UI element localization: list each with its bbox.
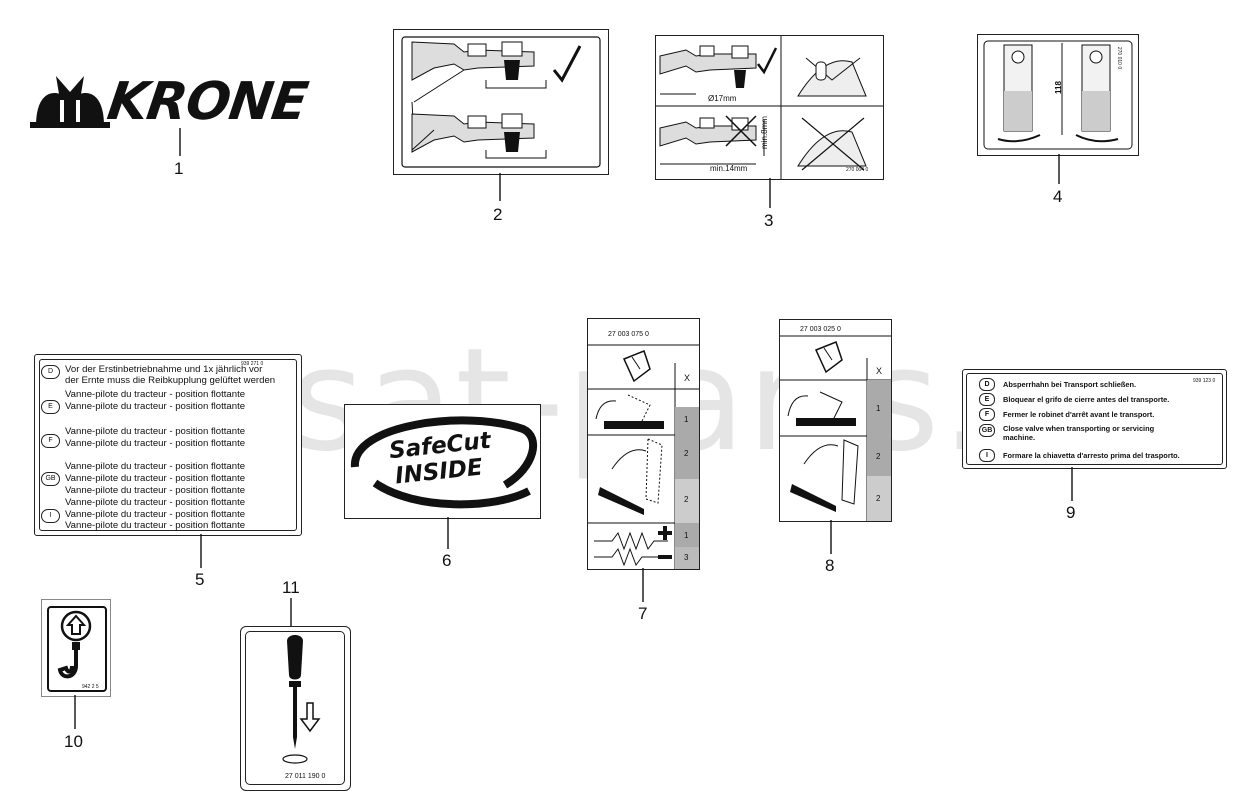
decal7-n1b: 1 (684, 531, 689, 540)
decal5-text-e2: Vanne-pilote du tracteur - position flot… (65, 401, 246, 412)
leader-line-8 (830, 520, 832, 554)
decal7-n2b: 2 (684, 495, 689, 504)
lang-badge-e: E (41, 400, 60, 414)
callout-8: 8 (825, 556, 835, 575)
decal3-code: 270 004 0 (846, 167, 869, 173)
decal8-n1: 1 (876, 404, 881, 413)
decal9-text-e: Bloquear el grifo de cierre antes del tr… (1003, 395, 1170, 404)
decal7-n2a: 2 (684, 449, 689, 458)
leader-line-4 (1058, 154, 1060, 184)
lifting-hook-icon (57, 610, 92, 679)
decal8-x: X (876, 366, 883, 376)
decal9-text-f: Fermer le robinet d'arrêt avant le trans… (1003, 410, 1155, 419)
callout-2: 2 (493, 205, 503, 224)
decal-10: 942 2 5 (41, 599, 111, 697)
decal5-text-i2: Vanne-pilote du tracteur - position flot… (65, 509, 246, 520)
callout-4: 4 (1053, 187, 1063, 206)
lang-badge-9-gb: GB (979, 424, 995, 437)
decal5-text-e1: Vanne-pilote du tracteur - position flot… (65, 389, 246, 400)
decal5-text-f1: Vanne-pilote du tracteur - position flot… (65, 426, 246, 437)
decal5-text-gb1: Vanne-pilote du tracteur - position flot… (65, 461, 246, 472)
decal7-part: 27 003 075 0 (608, 331, 649, 338)
decal-2 (393, 29, 609, 175)
lang-badge-9-f: F (979, 408, 995, 421)
decal5-text-i1: Vanne-pilote du tracteur - position flot… (65, 497, 246, 508)
lang-badge-9-e: E (979, 393, 995, 406)
decal7-n1: 1 (684, 415, 689, 424)
leader-line-9 (1071, 467, 1073, 501)
decal9-text-gb: Close valve when transporting or servici… (1003, 424, 1155, 433)
decal-3: Ø17mm min.8mm min.14mm 270 004 0 (655, 35, 884, 180)
leader-line-2 (499, 173, 501, 201)
lang-badge-gb: GB (41, 472, 60, 486)
decal-6: SafeCut INSIDE (344, 404, 541, 519)
lang-badge-9-d: D (979, 378, 995, 391)
decal5-text-gb3: Vanne-pilote du tracteur - position flot… (65, 485, 246, 496)
callout-9: 9 (1066, 503, 1076, 522)
decal5-text-d2: der Ernte muss die Reibkupplung gelüftet… (65, 375, 276, 386)
callout-10: 10 (64, 732, 83, 751)
callout-6: 6 (442, 551, 452, 570)
decal5-text-d1: Vor der Erstinbetriebnahme und 1x jährli… (65, 364, 263, 375)
decal10-code: 942 2 5 (82, 684, 99, 690)
decal5-text-f2: Vanne-pilote du tracteur - position flot… (65, 438, 246, 449)
decal11-part: 27 011 190 0 (285, 773, 326, 780)
leader-line-10 (74, 695, 76, 729)
decal8-part: 27 003 025 0 (800, 326, 841, 333)
decal8-n2b: 2 (876, 494, 881, 503)
decal8-n2a: 2 (876, 452, 881, 461)
decal5-code: 939 271 0 (241, 361, 264, 367)
krone-wordmark: KRONE (103, 72, 311, 132)
decal-4: 118 270 010 0 (977, 34, 1139, 156)
lang-badge-i: I (41, 509, 60, 523)
decal9-text-d: Absperrhahn bei Transport schließen. (1003, 380, 1137, 389)
krone-logo: KRONE (30, 68, 335, 132)
callout-1: 1 (174, 159, 184, 178)
decal7-n3: 3 (684, 553, 689, 562)
decal-5: 939 271 0 D Vor der Erstinbetriebnahme u… (34, 354, 302, 536)
decal5-text-i3: Vanne-pilote du tracteur - position flot… (65, 520, 246, 531)
screwdriver-icon (282, 635, 321, 764)
lang-badge-f: F (41, 434, 60, 448)
krone-crown-icon (30, 76, 110, 128)
leader-line-7 (642, 568, 644, 602)
callout-11: 11 (282, 578, 300, 597)
decal-9: 939 123 0 D Absperrhahn bei Transport sc… (962, 369, 1227, 469)
decal-7: 27 003 075 0 X 1 2 2 1 3 (587, 318, 700, 570)
decal7-x: X (684, 373, 691, 383)
callout-3: 3 (764, 211, 774, 230)
dim-118: 118 (1053, 81, 1063, 94)
leader-line-3 (769, 178, 771, 208)
callout-7: 7 (638, 604, 648, 623)
decal5-text-gb2: Vanne-pilote du tracteur - position flot… (65, 473, 246, 484)
decal9-code: 939 123 0 (1193, 378, 1216, 384)
leader-line-6 (447, 517, 449, 549)
decal4-code: 270 010 0 (1116, 46, 1123, 70)
leader-line-5 (200, 534, 202, 568)
lang-badge-9-i: I (979, 449, 995, 462)
leader-line-11 (290, 598, 292, 626)
decal9-text-gb2: machine. (1003, 433, 1036, 442)
lang-badge-d: D (41, 365, 60, 379)
decal-8: 27 003 025 0 X 1 2 2 (779, 319, 892, 522)
dim-diameter: Ø17mm (708, 94, 737, 103)
dim-min8: min.8mm (759, 116, 769, 149)
callout-5: 5 (195, 570, 205, 589)
dim-min14: min.14mm (710, 164, 748, 173)
decal9-text-i: Formare la chiavetta d'arresto prima del… (1003, 451, 1180, 460)
decal-11: 27 011 190 0 (240, 626, 351, 791)
leader-line-1 (179, 128, 181, 156)
